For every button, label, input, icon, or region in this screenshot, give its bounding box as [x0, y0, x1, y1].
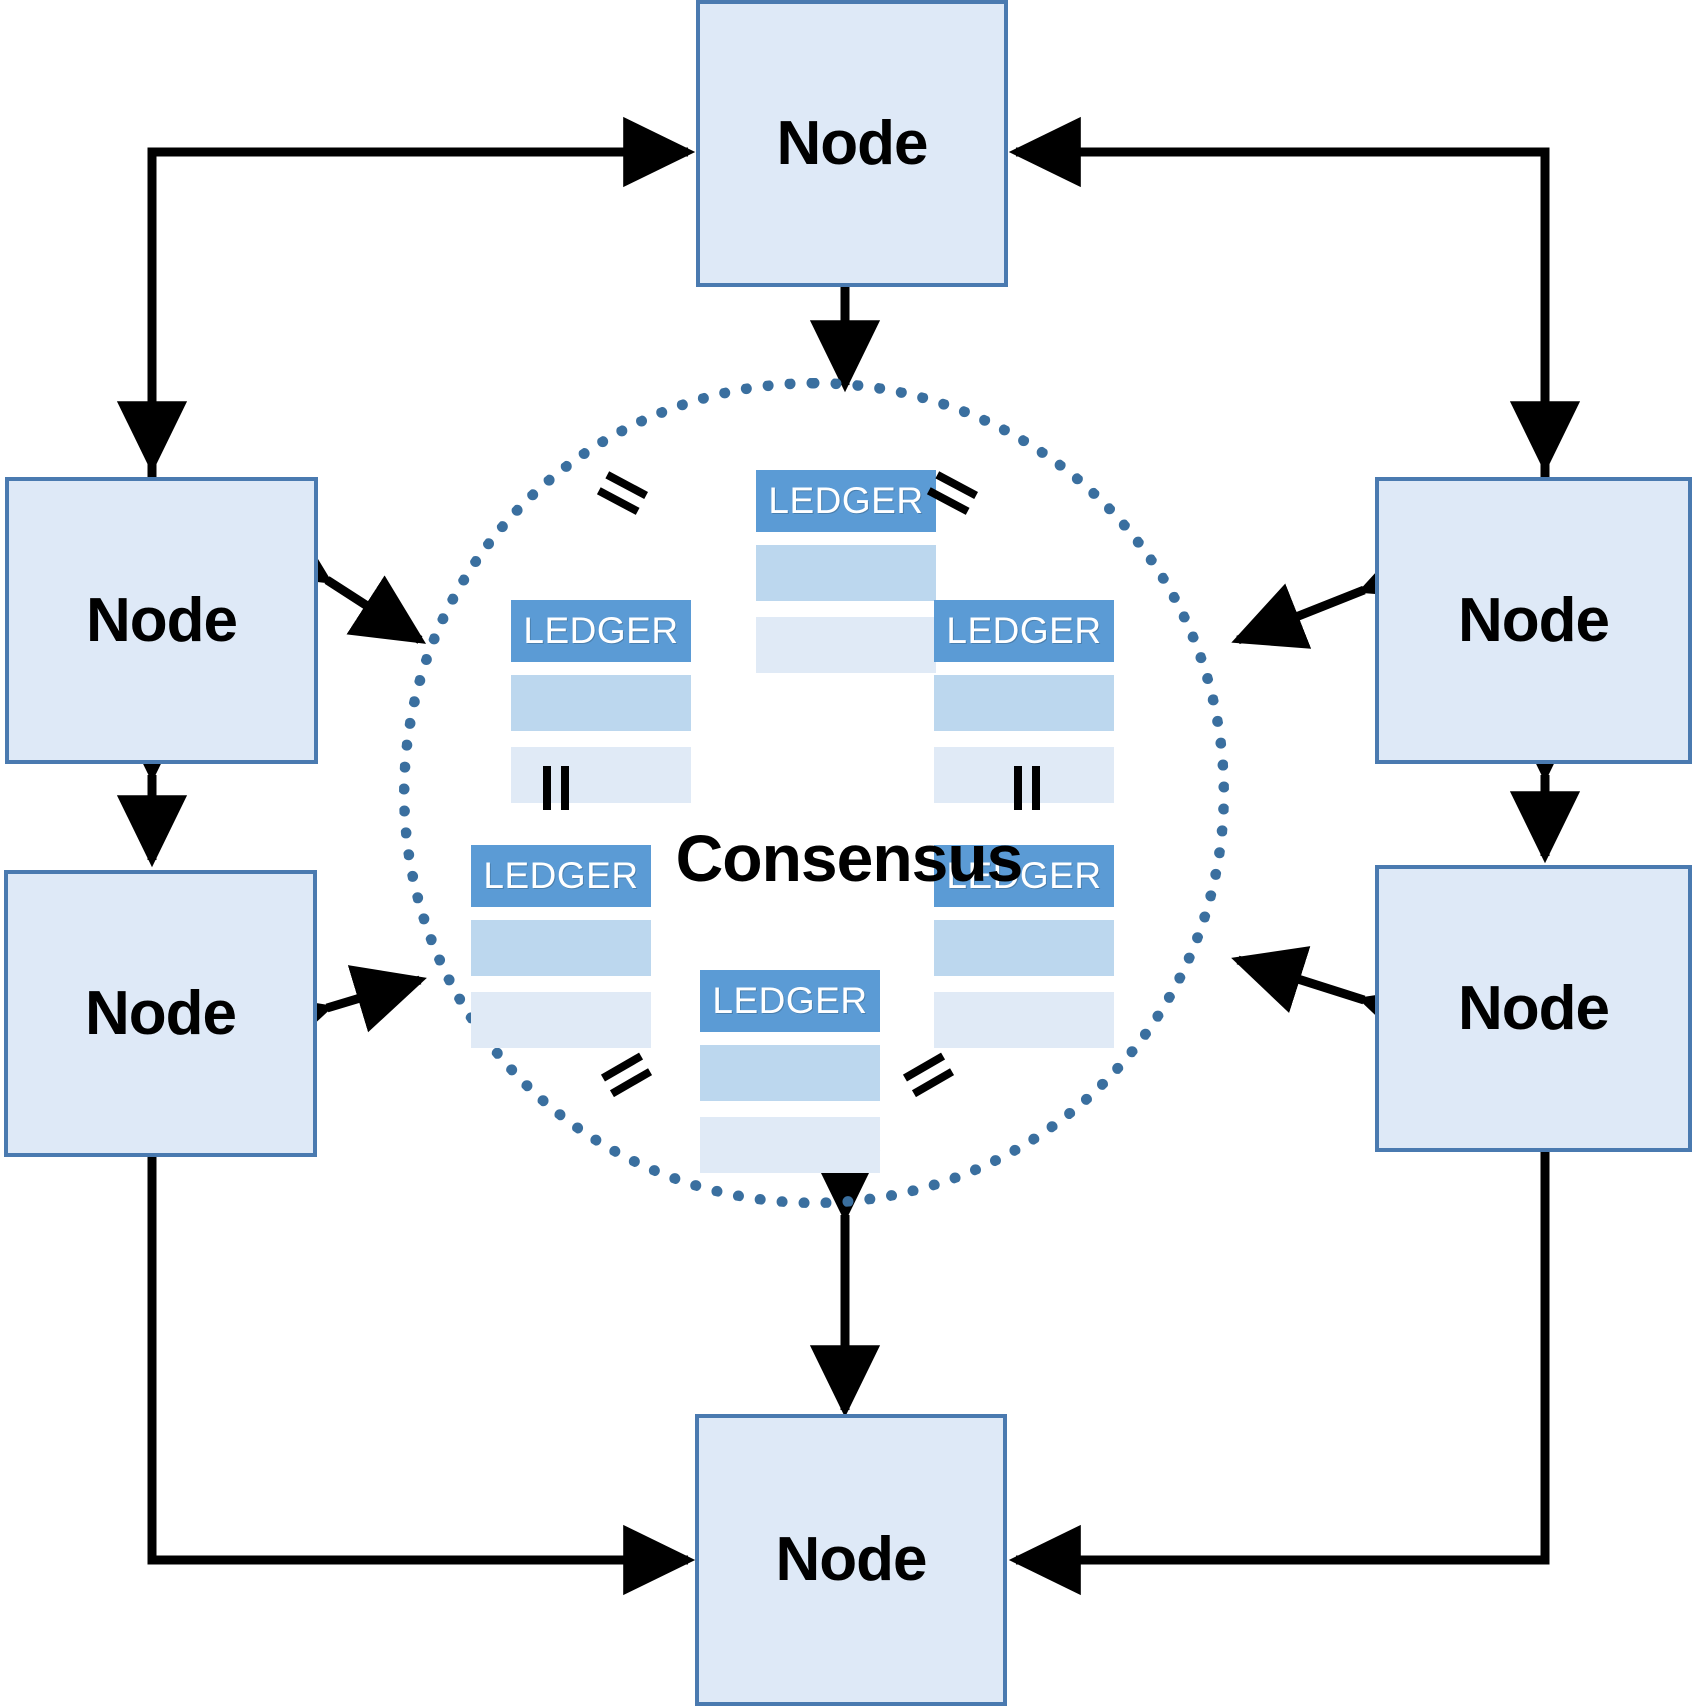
ledger-stack-right-lower[interactable]: LEDGER: [934, 845, 1114, 1048]
ledger-header: LEDGER: [511, 600, 691, 662]
ledger-header: LEDGER: [700, 970, 880, 1032]
node-label: Node: [776, 108, 929, 178]
ledger-row-1: [756, 545, 936, 601]
consensus-boundary-circle: [399, 378, 1229, 1208]
node-box-top[interactable]: Node: [696, 0, 1008, 287]
ledger-stack-right-upper[interactable]: LEDGER: [934, 600, 1114, 803]
ledger-row-2: [756, 617, 936, 673]
conn-leftlower-to-center: [254, 965, 427, 1061]
node-label: Node: [1458, 585, 1610, 655]
ledger-row-2: [471, 992, 651, 1048]
ledger-stack-top[interactable]: LEDGER: [756, 470, 936, 673]
equals-icon-mid-left: [533, 766, 577, 810]
ledger-row-2: [700, 1117, 880, 1173]
node-box-right-lower[interactable]: Node: [1375, 865, 1692, 1152]
ledger-row-1: [934, 675, 1114, 731]
ledger-header: LEDGER: [471, 845, 651, 907]
equals-icon-mid-right: [1004, 766, 1048, 810]
node-box-left-lower[interactable]: Node: [4, 870, 317, 1157]
conn-bottomright-to-bottom: [1008, 1148, 1550, 1596]
consensus-label: Consensus: [675, 821, 1024, 895]
ledger-row-2: [934, 992, 1114, 1048]
ledger-header: LEDGER: [934, 600, 1114, 662]
node-box-right-upper[interactable]: Node: [1375, 477, 1692, 764]
ledger-row-2: [511, 747, 691, 803]
ledger-stack-left-lower[interactable]: LEDGER: [471, 845, 651, 1048]
ledger-row-1: [700, 1045, 880, 1101]
ledger-header: LEDGER: [756, 470, 936, 532]
conn-topright-to-top: [1008, 116, 1550, 500]
ledger-row-1: [934, 920, 1114, 976]
ledger-row-1: [471, 920, 651, 976]
ledger-stack-left-upper[interactable]: LEDGER: [511, 600, 691, 803]
node-box-bottom[interactable]: Node: [695, 1414, 1007, 1706]
conn-rightlower-to-center: [1231, 946, 1437, 1054]
node-label: Node: [775, 1525, 928, 1594]
node-box-left-upper[interactable]: Node: [5, 477, 318, 764]
ledger-row-2: [934, 747, 1114, 803]
ledger-row-1: [511, 675, 691, 731]
ledger-header: LEDGER: [934, 845, 1114, 907]
conn-bottomleft-to-bottom: [147, 1148, 696, 1596]
node-label: Node: [86, 585, 238, 655]
ledger-stack-bottom[interactable]: LEDGER: [700, 970, 880, 1173]
node-label: Node: [85, 978, 237, 1048]
node-label: Node: [1458, 973, 1610, 1043]
conn-rightupper-to-center: [1231, 533, 1438, 649]
conn-leftupper-to-center: [253, 515, 427, 644]
